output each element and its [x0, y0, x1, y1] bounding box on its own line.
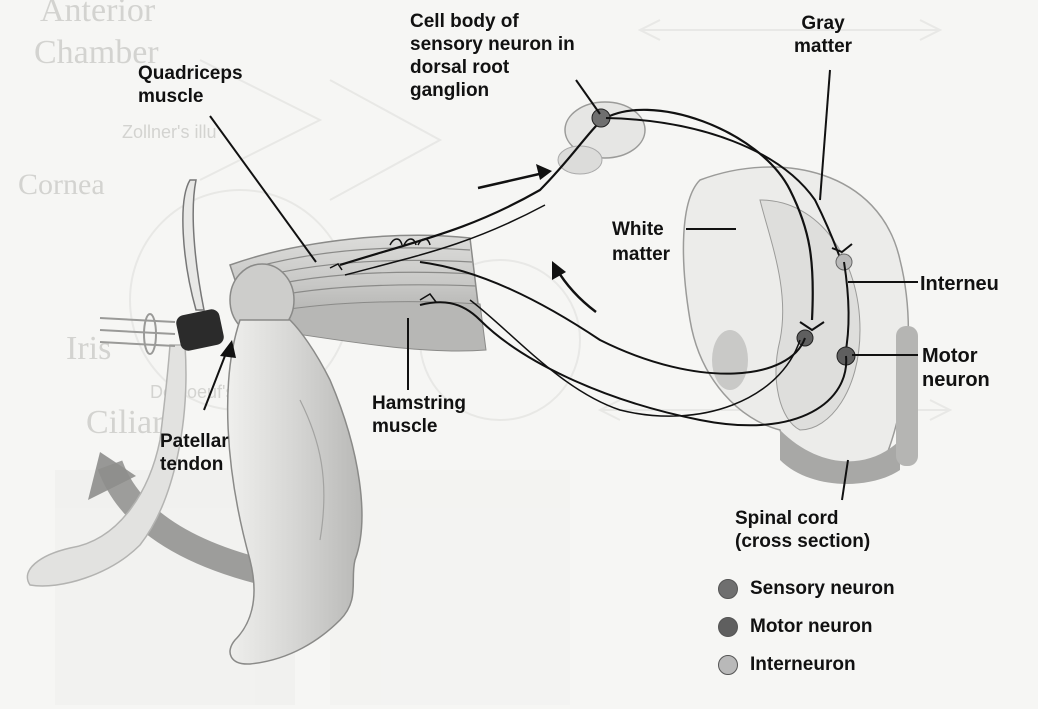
label-spinal-cord: Spinal cord (cross section): [735, 507, 870, 553]
legend-sensory-neuron: Sensory neuron: [718, 578, 895, 600]
legend-motor-neuron: Motor neuron: [718, 616, 872, 638]
legend-interneuron-swatch: [718, 655, 738, 675]
legend-sensory-neuron-swatch: [718, 579, 738, 599]
label-hamstring-muscle: Hamstring muscle: [372, 392, 466, 438]
legend-interneuron-label: Interneuron: [750, 654, 856, 676]
label-white-matter-line1: White: [612, 218, 664, 241]
label-cell-body-sensory-neuron: Cell body of sensory neuron in dorsal ro…: [410, 10, 575, 102]
legend-motor-neuron-swatch: [718, 617, 738, 637]
label-quadriceps-muscle: Quadriceps muscle: [138, 62, 243, 108]
label-motor-neuron-callout: Motor neuron: [922, 344, 990, 392]
label-interneuron-callout: Interneu: [920, 272, 999, 296]
legend-motor-neuron-label: Motor neuron: [750, 616, 872, 638]
legend-sensory-neuron-label: Sensory neuron: [750, 578, 895, 600]
label-gray-matter: Gray matter: [794, 12, 852, 58]
sensory-direction-arrow: [478, 172, 548, 188]
label-white-matter-line2: matter: [612, 243, 670, 266]
spinal-cord-cross-section: [558, 102, 918, 484]
legend-interneuron: Interneuron: [718, 654, 856, 676]
reflex-hammer: [100, 180, 225, 354]
label-patellar-tendon: Patellar tendon: [160, 430, 229, 476]
